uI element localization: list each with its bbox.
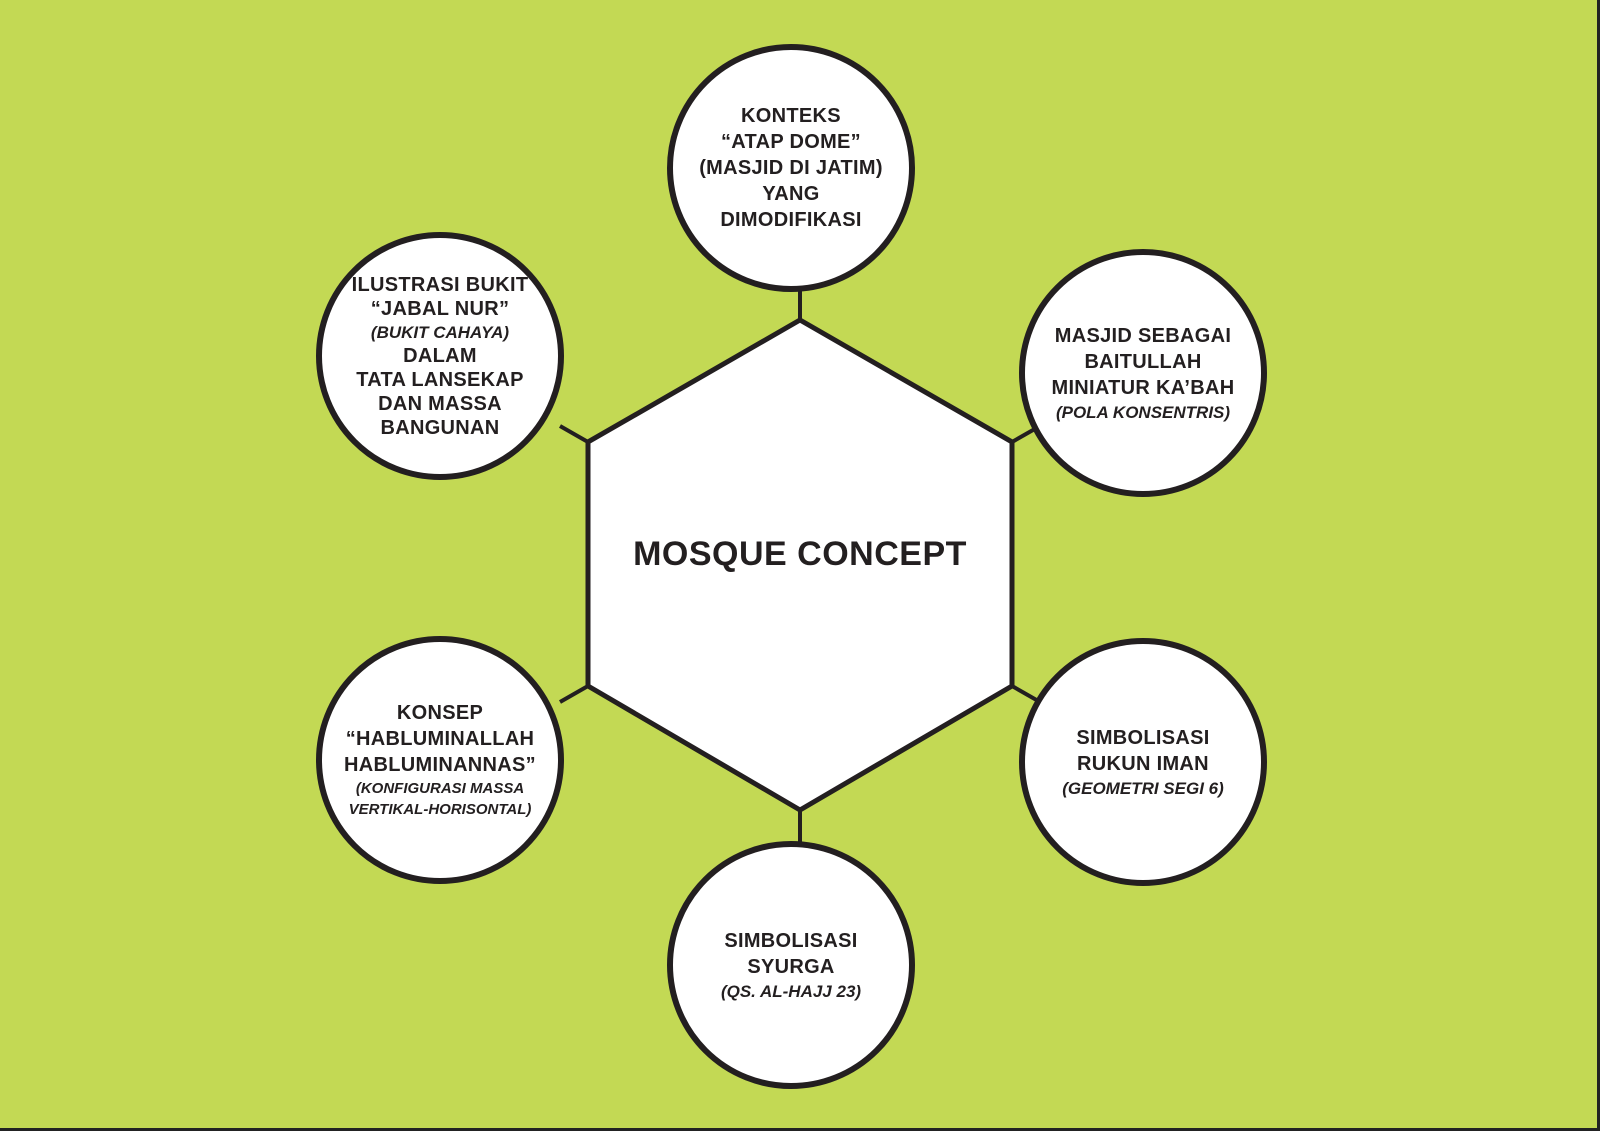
node-rukun-iman: SIMBOLISASI RUKUN IMAN (GEOMETRI SEGI 6) xyxy=(1019,638,1267,886)
node-line: BANGUNAN xyxy=(380,416,500,439)
node-note: (POLA KONSENTRIS) xyxy=(1055,402,1231,422)
node-baitullah: MASJID SEBAGAI BAITULLAH MINIATUR KA’BAH… xyxy=(1019,249,1267,497)
node-habluminallah: KONSEP “HABLUMINALLAH HABLUMINANNAS” (KO… xyxy=(316,636,564,884)
node-line: DIMODIFIKASI xyxy=(720,209,862,231)
node-note: (GEOMETRI SEGI 6) xyxy=(1062,778,1224,798)
node-line: SIMBOLISASI xyxy=(1076,726,1210,749)
connector-upper-left xyxy=(559,424,589,444)
node-line: RUKUN IMAN xyxy=(1077,752,1209,775)
node-line: SYURGA xyxy=(747,955,835,978)
node-note: (KONFIGURASI MASSA xyxy=(355,780,525,797)
node-jabal-nur: ILUSTRASI BUKIT “JABAL NUR” (BUKIT CAHAY… xyxy=(316,232,564,480)
node-note: (QS. AL-HAJJ 23) xyxy=(720,981,862,1001)
node-line: (MASJID DI JATIM) xyxy=(699,157,883,179)
node-atap-dome: KONTEKS “ATAP DOME” (MASJID DI JATIM) YA… xyxy=(667,44,915,292)
center-title: MOSQUE CONCEPT xyxy=(633,535,967,573)
node-line: “JABAL NUR” xyxy=(370,297,510,320)
center-hexagon xyxy=(585,317,1015,813)
node-line: BAITULLAH xyxy=(1084,350,1202,373)
node-line: HABLUMINANNAS” xyxy=(344,754,536,776)
node-line: “HABLUMINALLAH xyxy=(345,728,535,750)
node-line: MINIATUR KA’BAH xyxy=(1051,376,1235,399)
node-line: KONTEKS xyxy=(741,105,841,127)
connector-lower-left xyxy=(559,684,589,704)
node-note: (BUKIT CAHAYA) xyxy=(370,322,510,342)
node-syurga: SIMBOLISASI SYURGA (QS. AL-HAJJ 23) xyxy=(667,841,915,1089)
node-line: ILUSTRASI BUKIT xyxy=(351,273,529,296)
node-line: YANG xyxy=(762,183,820,205)
node-line: TATA LANSEKAP xyxy=(356,368,524,391)
node-line: “ATAP DOME” xyxy=(721,131,861,153)
node-line: KONSEP xyxy=(396,702,484,724)
node-line: DALAM xyxy=(403,344,477,367)
node-line: MASJID SEBAGAI xyxy=(1054,324,1232,347)
node-note: VERTIKAL-HORISONTAL) xyxy=(348,801,532,818)
node-line: SIMBOLISASI xyxy=(724,929,858,952)
node-line: DAN MASSA xyxy=(378,392,502,415)
